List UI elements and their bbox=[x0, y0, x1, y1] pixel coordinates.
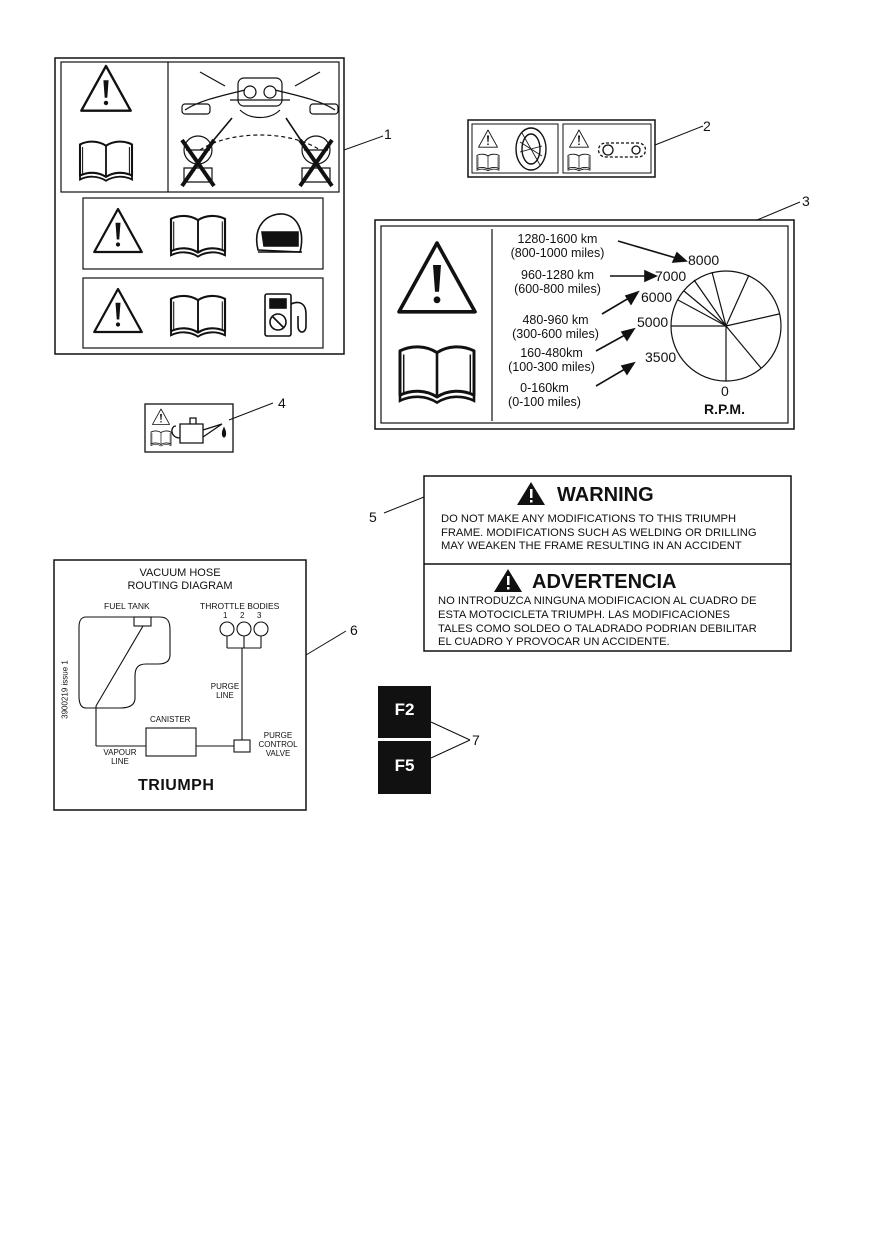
warning-text: DO NOT MAKE ANY MODIFICATIONS TO THIS TR… bbox=[441, 513, 757, 554]
warning-triangle-icon bbox=[494, 569, 522, 592]
warning-triangle-icon bbox=[399, 243, 475, 312]
tb-number-2: 2 bbox=[240, 611, 245, 620]
book-icon bbox=[476, 153, 500, 172]
fuel-tank-label: FUEL TANK bbox=[104, 601, 150, 611]
advertencia-line: TALES COMO SOLDEO O TALADRADO PODRIAN DE… bbox=[438, 622, 757, 635]
vapour-line-text: VAPOUR bbox=[103, 748, 137, 757]
range-miles: (0-100 miles) bbox=[508, 395, 581, 409]
range-miles: (600-800 miles) bbox=[514, 282, 601, 296]
label-3 bbox=[374, 219, 795, 430]
book-icon bbox=[398, 345, 476, 405]
throttle-bodies-label: THROTTLE BODIES bbox=[200, 601, 280, 611]
callout-7: 7 bbox=[472, 732, 480, 748]
book-icon bbox=[567, 153, 591, 172]
range-miles: (100-300 miles) bbox=[508, 360, 595, 374]
warning-triangle-icon bbox=[517, 482, 545, 505]
range-4: 160-480km (100-300 miles) bbox=[494, 346, 609, 374]
callout-3: 3 bbox=[802, 193, 810, 209]
brand-logo: TRIUMPH bbox=[138, 777, 215, 794]
purge-line-text: LINE bbox=[216, 691, 234, 700]
helmet-icon bbox=[255, 213, 303, 253]
callout-2: 2 bbox=[703, 118, 711, 134]
book-icon bbox=[169, 214, 227, 258]
label-2 bbox=[467, 119, 656, 178]
issue-label: 3900219 issue 1 bbox=[60, 660, 70, 719]
purge-valve-text: CONTROL bbox=[258, 740, 298, 749]
rpm-5000: 5000 bbox=[637, 314, 669, 330]
range-miles: (300-600 miles) bbox=[512, 327, 599, 341]
vapour-line-label: VAPOUR LINE bbox=[100, 748, 140, 766]
book-icon bbox=[150, 430, 172, 447]
label-6 bbox=[53, 559, 307, 811]
chain-icon bbox=[597, 142, 647, 158]
advertencia-line: ESTA MOTOCICLETA TRIUMPH. LAS MODIFICACI… bbox=[438, 608, 730, 621]
callout-6: 6 bbox=[350, 622, 358, 638]
warning-title: WARNING bbox=[557, 484, 654, 506]
callout-4: 4 bbox=[278, 395, 286, 411]
advertencia-line: NO INTRODUZCA NINGUNA MODIFICACION AL CU… bbox=[438, 595, 757, 607]
range-2: 960-1280 km (600-800 miles) bbox=[500, 268, 615, 296]
purge-valve-label: PURGE CONTROL VALVE bbox=[255, 731, 301, 758]
diagram-title: VACUUM HOSE ROUTING DIAGRAM bbox=[54, 567, 306, 593]
fuse-label-bottom: F5 bbox=[394, 756, 415, 775]
rpm-6000: 6000 bbox=[641, 289, 673, 305]
label-4 bbox=[144, 403, 234, 453]
label-7 bbox=[378, 686, 431, 794]
warning-triangle-icon bbox=[152, 409, 169, 424]
warning-triangle-icon bbox=[479, 130, 498, 147]
book-icon bbox=[169, 294, 227, 338]
range-5: 0-160km (0-100 miles) bbox=[487, 381, 602, 409]
warning-line: DO NOT MAKE ANY MODIFICATIONS TO THIS TR… bbox=[441, 513, 737, 525]
tyre-icon bbox=[515, 127, 547, 171]
vapour-line-text: LINE bbox=[111, 757, 129, 766]
range-3: 480-960 km (300-600 miles) bbox=[498, 313, 613, 341]
warning-triangle-icon bbox=[94, 289, 142, 332]
range-1: 1280-1600 km (800-1000 miles) bbox=[500, 232, 615, 260]
rpm-dial bbox=[670, 270, 782, 382]
range-km: 480-960 km bbox=[522, 313, 589, 327]
purge-valve-text: VALVE bbox=[265, 749, 291, 758]
range-km: 960-1280 km bbox=[521, 268, 594, 282]
warning-triangle-icon bbox=[570, 130, 589, 147]
rpm-zero: 0 bbox=[721, 383, 729, 399]
canister-label: CANISTER bbox=[150, 715, 191, 724]
range-km: 1280-1600 km bbox=[517, 232, 598, 246]
rpm-3500: 3500 bbox=[645, 349, 677, 365]
advertencia-line: EL CUADRO Y PROVOCAR UN ACCIDENTE. bbox=[438, 636, 670, 649]
advertencia-text: NO INTRODUZCA NINGUNA MODIFICACION AL CU… bbox=[438, 595, 757, 650]
advertencia-title: ADVERTENCIA bbox=[532, 571, 677, 593]
rpm-8000: 8000 bbox=[688, 252, 720, 268]
diagram-title-line: ROUTING DIAGRAM bbox=[127, 580, 233, 592]
oil-can-icon bbox=[171, 417, 227, 444]
rpm-7000: 7000 bbox=[655, 268, 687, 284]
warning-line: MAY WEAKEN THE FRAME RESULTING IN AN ACC… bbox=[441, 540, 742, 552]
warning-line: FRAME. MODIFICATIONS SUCH AS WELDING OR … bbox=[441, 526, 757, 539]
warning-triangle-icon bbox=[94, 209, 142, 252]
diagram-title-line: VACUUM HOSE bbox=[139, 567, 221, 579]
rpm-unit: R.P.M. bbox=[704, 401, 745, 417]
callout-1: 1 bbox=[384, 126, 392, 142]
fuel-pump-icon bbox=[264, 293, 307, 337]
range-km: 160-480km bbox=[520, 346, 583, 360]
label-5 bbox=[423, 475, 792, 652]
purge-line-label: PURGE LINE bbox=[205, 682, 245, 700]
range-km: 0-160km bbox=[520, 381, 569, 395]
tb-number-3: 3 bbox=[257, 611, 262, 620]
purge-valve-text: PURGE bbox=[263, 731, 293, 740]
book-icon bbox=[78, 140, 134, 182]
callout-5: 5 bbox=[369, 509, 377, 525]
warning-triangle-icon bbox=[81, 66, 130, 111]
label-1 bbox=[54, 58, 345, 355]
range-miles: (800-1000 miles) bbox=[510, 246, 605, 260]
purge-line-text: PURGE bbox=[210, 682, 240, 691]
fuse-label-top: F2 bbox=[394, 700, 415, 719]
tb-number-1: 1 bbox=[223, 611, 228, 620]
